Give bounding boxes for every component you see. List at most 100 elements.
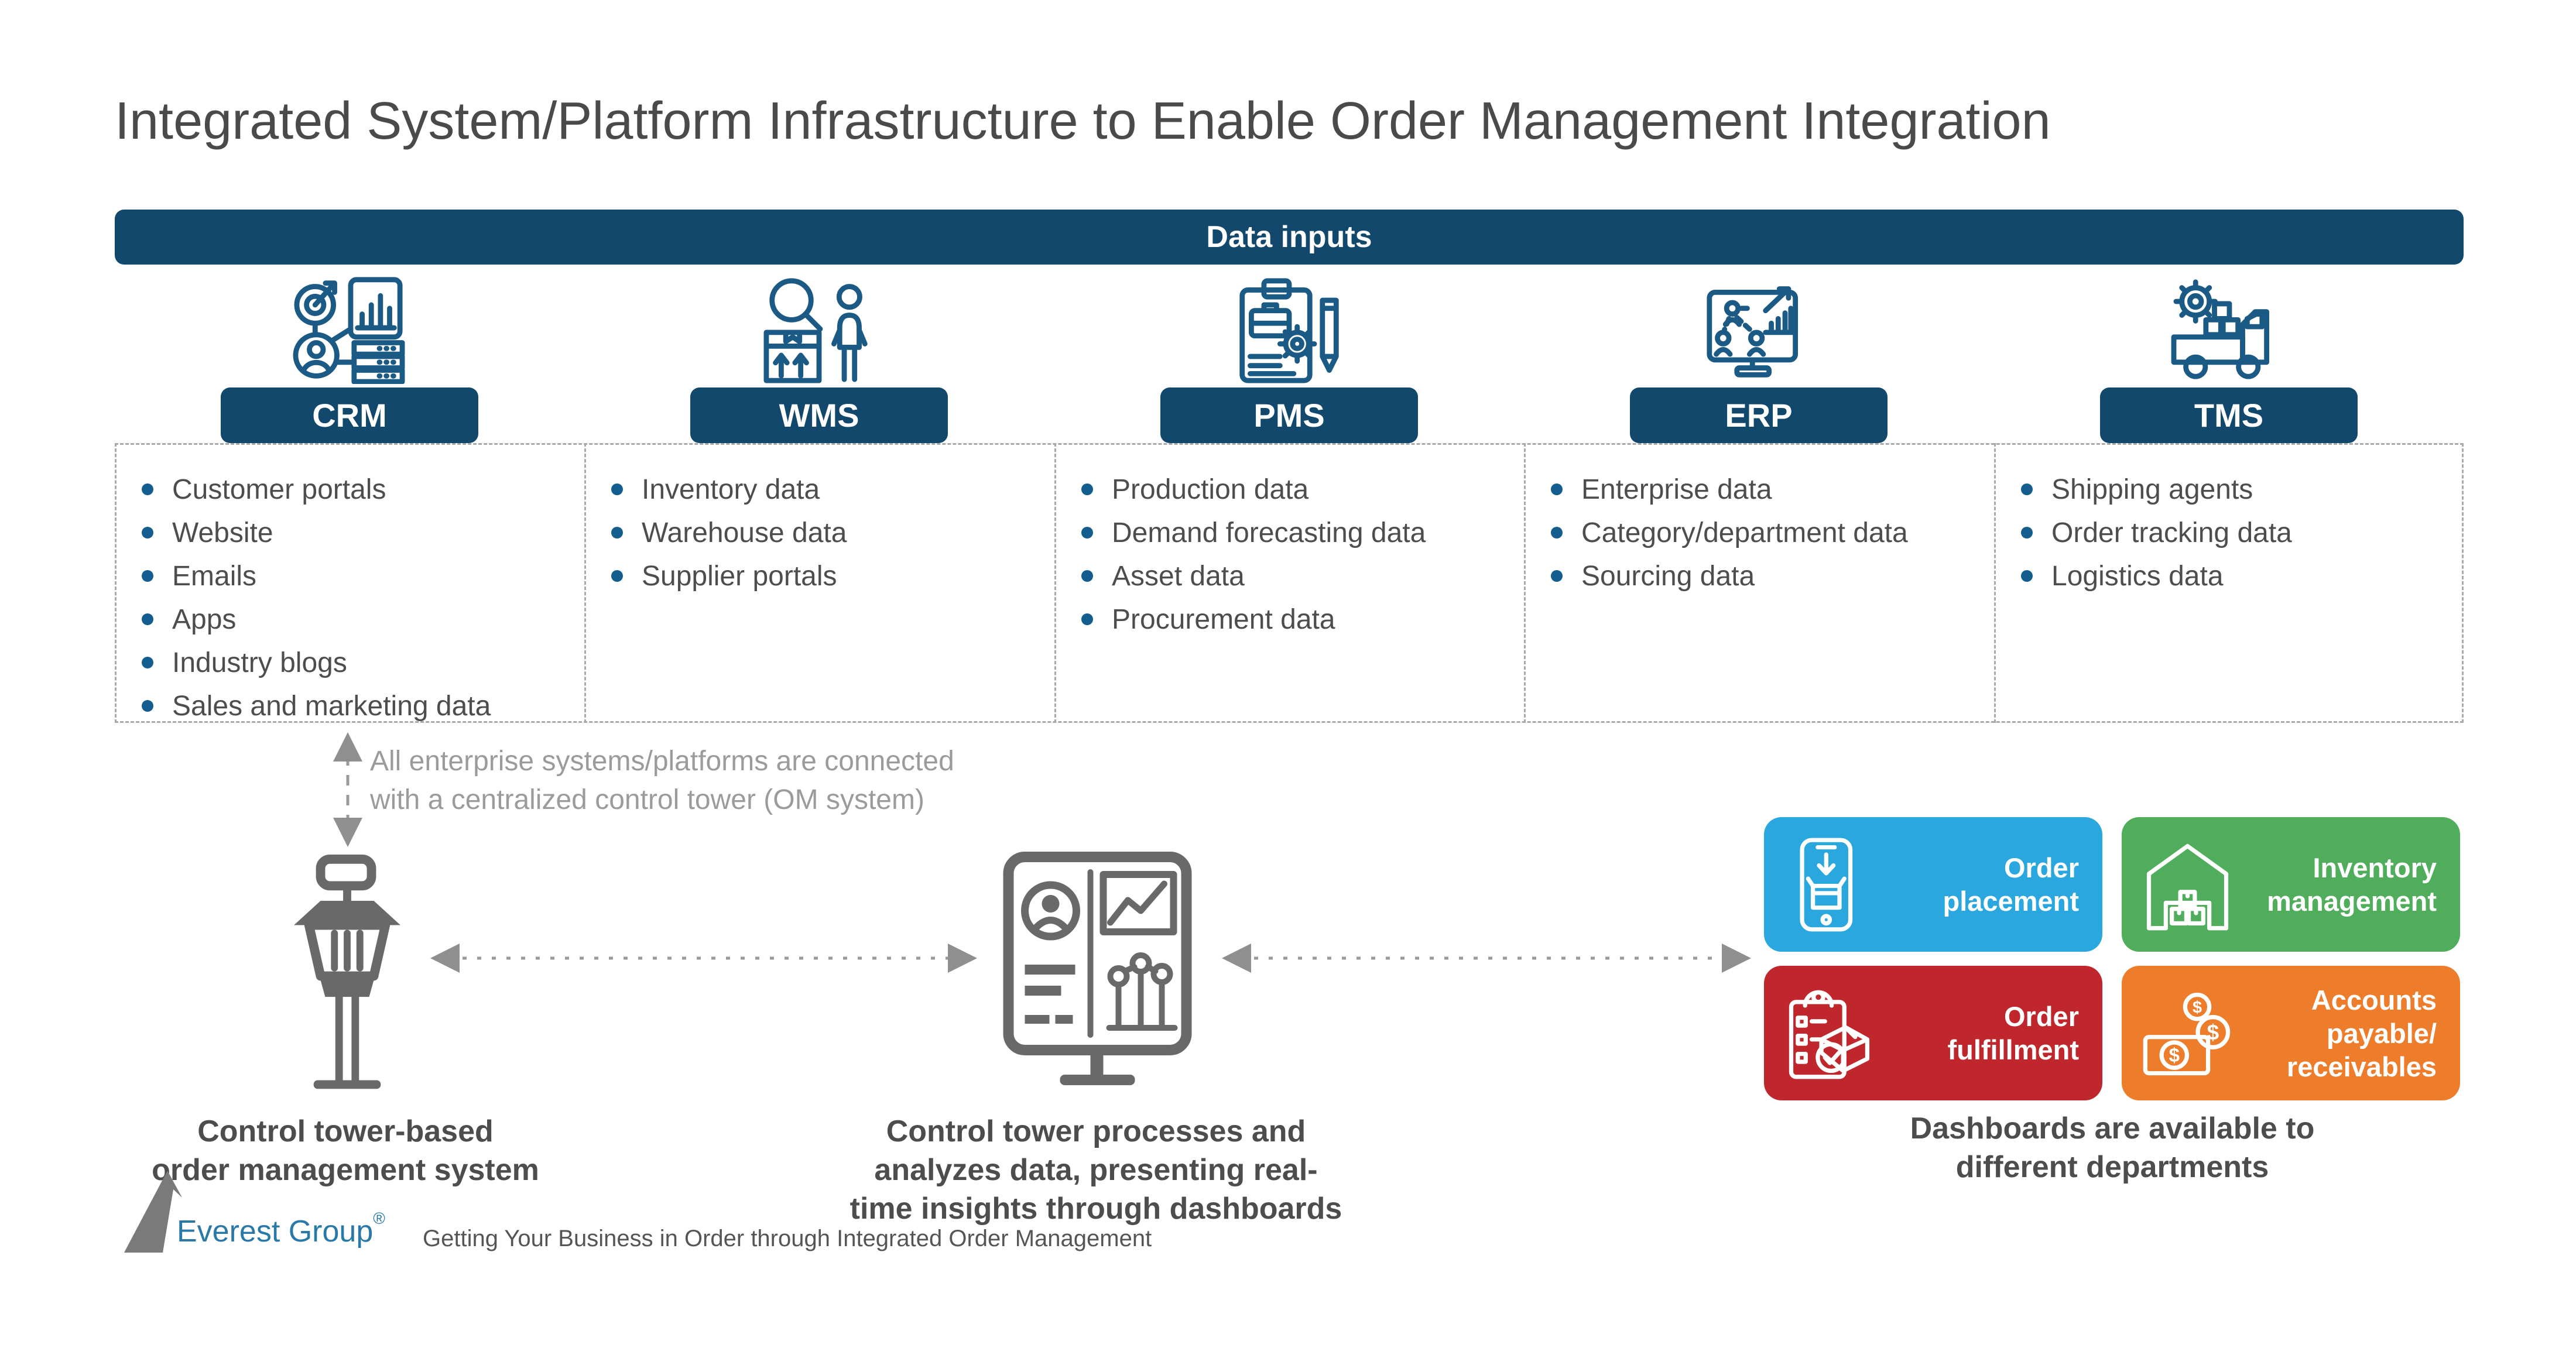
- tms-label: TMS: [2194, 397, 2264, 434]
- dollar-glyph: $: [2169, 1044, 2180, 1065]
- bullet-icon: [142, 657, 153, 668]
- list-item-label: Inventory data: [642, 474, 820, 505]
- list-item-label: Order tracking data: [2051, 517, 2292, 548]
- list-item: Enterprise data: [1551, 468, 1989, 511]
- wms-icon: [584, 275, 1054, 387]
- list-item-label: Procurement data: [1112, 603, 1335, 635]
- data-inputs-banner: Data inputs: [115, 210, 2464, 265]
- bullet-icon: [1081, 613, 1093, 625]
- list-item-label: Website: [172, 517, 273, 548]
- dollar-glyph: $: [2207, 1019, 2219, 1044]
- list-item: Sourcing data: [1551, 554, 1989, 598]
- bullet-icon: [1081, 570, 1093, 582]
- erp-plate: ERP: [1630, 387, 1888, 443]
- list-item-label: Customer portals: [172, 474, 386, 505]
- list-item: Demand forecasting data: [1081, 511, 1519, 554]
- page-title: Integrated System/Platform Infrastructur…: [115, 92, 2051, 150]
- brand-name: Everest Group®: [177, 1209, 385, 1249]
- list-item: Customer portals: [142, 468, 580, 511]
- column-divider: [1054, 443, 1056, 723]
- inventory-management-label: Inventory management: [2267, 852, 2437, 917]
- list-item: Website: [142, 511, 580, 554]
- registered-mark: ®: [373, 1209, 385, 1227]
- list-item-label: Demand forecasting data: [1112, 517, 1426, 548]
- list-item: Inventory data: [611, 468, 1049, 511]
- list-item-label: Sourcing data: [1581, 560, 1755, 592]
- inventory-management-card: Inventory management: [2122, 817, 2460, 952]
- bullet-icon: [611, 483, 623, 495]
- list-item: Emails: [142, 554, 580, 598]
- list-item: Asset data: [1081, 554, 1519, 598]
- crm-icon: [115, 275, 584, 387]
- bullet-icon: [1551, 483, 1563, 495]
- everest-group-logo-icon: [124, 1171, 182, 1253]
- accounts-payable-receivables-label: Accounts payable/ receivables: [2286, 984, 2437, 1082]
- list-item: Supplier portals: [611, 554, 1049, 598]
- dashboards-caption: Dashboards are available to different de…: [1910, 1112, 2315, 1184]
- control-tower-caption: Control tower-based order management sys…: [152, 1114, 539, 1187]
- list-item: Procurement data: [1081, 598, 1519, 641]
- list-item: Sales and marketing data: [142, 684, 580, 728]
- bullet-icon: [142, 527, 153, 538]
- accounts-payable-receivables-card: $ $ $ Accounts payable/ receivables: [2122, 966, 2460, 1100]
- list-item-label: Shipping agents: [2051, 474, 2253, 505]
- bullet-icon: [1551, 527, 1563, 538]
- connector-note: All enterprise systems/platforms are con…: [370, 746, 954, 815]
- column-divider: [1524, 443, 1526, 723]
- brand-text: Everest Group: [177, 1215, 374, 1248]
- accounts-payable-receivables-icon: $ $ $: [2143, 992, 2231, 1075]
- order-fulfillment-icon: [1789, 990, 1870, 1079]
- list-item-label: Emails: [172, 560, 257, 592]
- crm-label: CRM: [312, 397, 387, 434]
- list-item-label: Asset data: [1112, 560, 1245, 592]
- wms-plate: WMS: [690, 387, 948, 443]
- erp-label: ERP: [1725, 397, 1793, 434]
- list-item-label: Industry blogs: [172, 647, 347, 678]
- list-item-label: Apps: [172, 603, 237, 635]
- crm-plate: CRM: [221, 387, 478, 443]
- bullet-icon: [142, 483, 153, 495]
- order-fulfillment-card: Order fulfillment: [1764, 966, 2102, 1100]
- order-fulfillment-label: Order fulfillment: [1947, 1001, 2079, 1065]
- list-item: Warehouse data: [611, 511, 1049, 554]
- bullet-icon: [611, 570, 623, 582]
- bullet-icon: [1081, 483, 1093, 495]
- list-item-label: Supplier portals: [642, 560, 837, 592]
- list-item: Production data: [1081, 468, 1519, 511]
- list-item-label: Enterprise data: [1581, 474, 1772, 505]
- column-divider: [584, 443, 586, 723]
- list-item-label: Category/department data: [1581, 517, 1908, 548]
- dashboard-monitor-icon: [1003, 852, 1192, 1085]
- bullet-icon: [2021, 527, 2033, 538]
- list-item: Apps: [142, 598, 580, 641]
- list-item: Order tracking data: [2021, 511, 2459, 554]
- list-item-label: Production data: [1112, 474, 1309, 505]
- order-placement-card: Order placement: [1764, 817, 2102, 952]
- footer-tagline: Getting Your Business in Order through I…: [423, 1226, 1152, 1251]
- wms-label: WMS: [779, 397, 859, 434]
- list-item-label: Sales and marketing data: [172, 690, 491, 722]
- bullet-icon: [142, 570, 153, 582]
- erp-icon: [1524, 275, 1993, 387]
- order-placement-icon: [1800, 838, 1853, 931]
- bullet-icon: [611, 527, 623, 538]
- bullet-icon: [2021, 483, 2033, 495]
- bullet-icon: [1081, 527, 1093, 538]
- dashboard-monitor-caption: Control tower processes and analyzes dat…: [849, 1114, 1342, 1226]
- bullet-icon: [1551, 570, 1563, 582]
- list-item: Industry blogs: [142, 641, 580, 684]
- list-item: Logistics data: [2021, 554, 2459, 598]
- column-divider: [1994, 443, 1996, 723]
- bullet-icon: [2021, 570, 2033, 582]
- tms-icon: [1994, 275, 2464, 387]
- data-sources-box: [115, 443, 2464, 723]
